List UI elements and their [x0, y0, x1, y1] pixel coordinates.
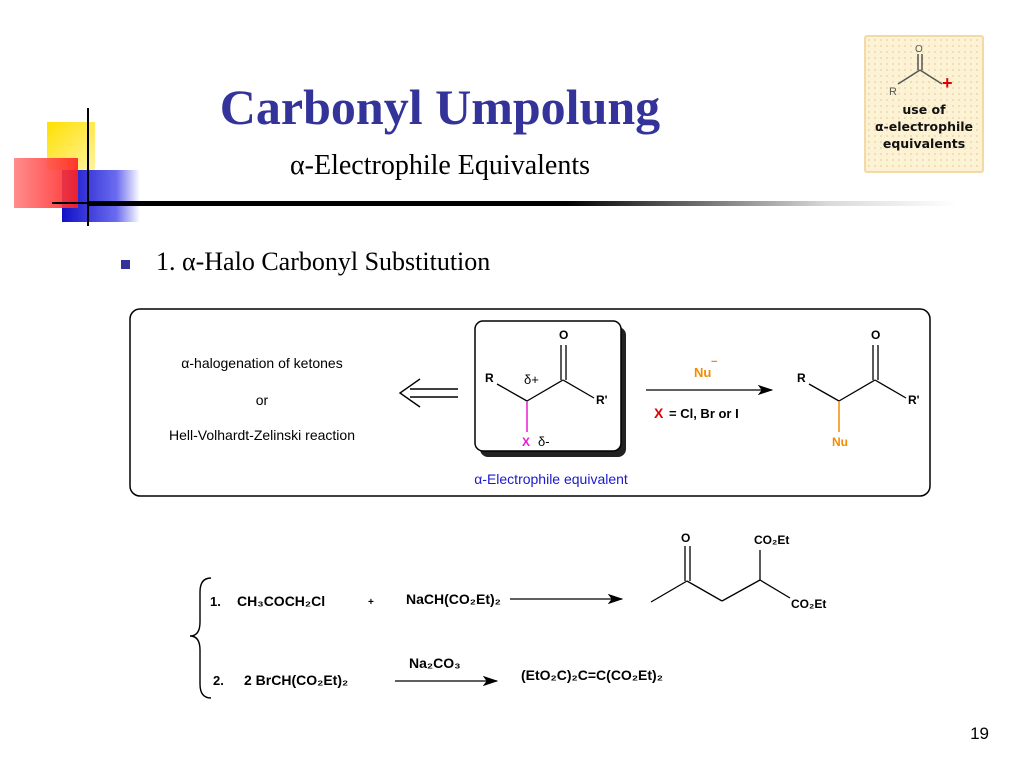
method-1-label: α-halogenation of ketones — [181, 355, 342, 371]
reaction-brace — [189, 577, 212, 699]
reactant-o: O — [559, 328, 568, 342]
product-r-prime: R' — [908, 393, 920, 407]
reactant-delta-minus: δ- — [538, 434, 550, 449]
reagent-nu: Nu — [694, 365, 711, 380]
scheme-box — [129, 308, 931, 497]
bullet-marker — [121, 260, 130, 269]
r1-product-top: CO₂Et — [754, 533, 789, 547]
r2-reagent: Na₂CO₃ — [409, 655, 461, 671]
badge-o-label: O — [915, 44, 923, 55]
red-square — [14, 158, 78, 208]
horizontal-line — [52, 202, 112, 204]
r1-number: 1. — [210, 594, 221, 609]
r1-reactant: CH₃COCH₂Cl — [237, 593, 325, 609]
badge-structure: O R + — [889, 44, 953, 98]
decorative-squares — [0, 100, 150, 230]
slide-subtitle: α-Electrophile Equivalents — [289, 150, 590, 181]
product-r: R — [797, 371, 806, 385]
r1-reagent: NaCH(CO₂Et)₂ — [406, 591, 501, 607]
retro-arrow — [398, 378, 458, 408]
badge-plus: + — [942, 73, 953, 93]
method-2-label: Hell-Volhardt-Zelinski reaction — [169, 427, 355, 443]
badge-line-1: use of — [902, 102, 946, 117]
or-label: or — [256, 392, 269, 408]
r1-plus: + — [368, 597, 374, 608]
badge-text: use of α-electrophile equivalents — [866, 101, 982, 152]
product-nu: Nu — [832, 435, 848, 449]
product-o: O — [871, 328, 880, 342]
reagent-nu-charge: − — [711, 356, 717, 368]
reactant-delta-plus: δ+ — [524, 372, 539, 387]
r1-product-o: O — [681, 531, 690, 545]
reactant-structure — [496, 345, 595, 432]
reactant-box — [474, 320, 622, 452]
r1-product-bottom: CO₂Et — [791, 597, 826, 611]
r2-number: 2. — [213, 673, 224, 688]
reagent-condition: = Cl, Br or I — [669, 406, 739, 421]
reactant-r-prime: R' — [596, 393, 608, 407]
reactant-x: X — [522, 435, 530, 449]
scheme-caption: α-Electrophile equivalent — [474, 471, 628, 487]
badge-line-3: equivalents — [882, 136, 966, 151]
bullet-text: 1. α-Halo Carbonyl Substitution — [156, 247, 491, 276]
r2-product: (EtO₂C)₂C=C(CO₂Et)₂ — [521, 667, 663, 683]
product-structure — [808, 345, 907, 432]
r2-reactant: 2 BrCH(CO₂Et)₂ — [244, 672, 348, 688]
umpolung-badge — [864, 35, 984, 173]
badge-r-label: R — [889, 86, 897, 98]
r1-product-structure — [650, 546, 791, 603]
reactant-r: R — [485, 371, 494, 385]
page-number: 19 — [970, 724, 989, 743]
slide-title: Carbonyl Umpolung — [219, 79, 661, 135]
badge-line-2: α-electrophile — [874, 119, 974, 134]
vertical-line — [87, 108, 89, 226]
reagent-x: X — [654, 405, 664, 421]
title-divider — [88, 201, 958, 206]
